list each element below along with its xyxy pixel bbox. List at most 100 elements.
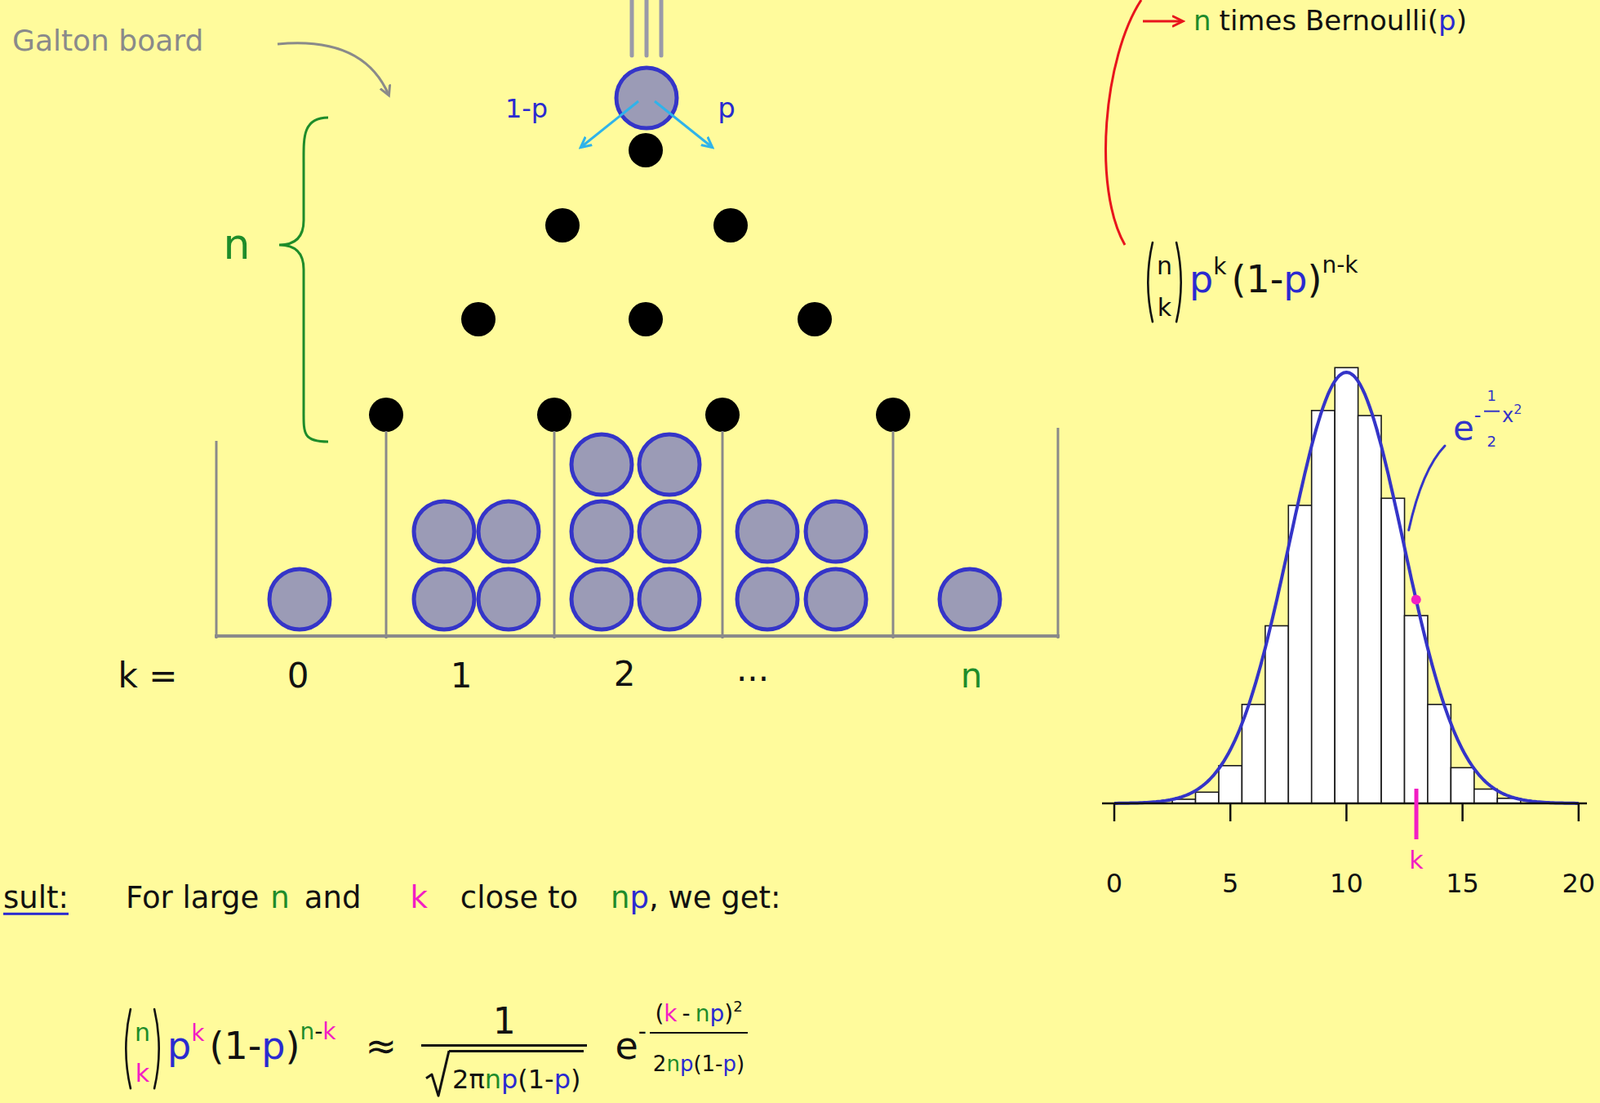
histogram-bar <box>1265 626 1289 805</box>
binomial-formula: nkpk(1-p)n-k <box>1142 238 1358 324</box>
formula-symbol: , we get: <box>648 880 782 916</box>
formula-symbol: n <box>610 880 630 916</box>
leader-line <box>1408 445 1445 530</box>
formula-symbol: k <box>1157 292 1172 321</box>
axis-tick <box>1345 803 1348 822</box>
bin-label: n <box>960 656 983 696</box>
formula-symbol: k <box>409 880 427 916</box>
funnel-line <box>644 0 649 56</box>
formula-symbol: p <box>709 1000 725 1027</box>
formula-symbol: x <box>1502 404 1514 427</box>
numerator: 1 <box>421 999 587 1045</box>
ball <box>805 568 867 630</box>
formula-symbol: k <box>191 1019 205 1047</box>
formula-symbol: k <box>322 1017 336 1045</box>
bin-label: 0 <box>287 656 310 696</box>
axis-tick <box>1113 803 1116 822</box>
superscript: k <box>1213 240 1227 284</box>
result-sentence: sult:For largenandkclose tonp, we get: <box>3 880 782 916</box>
formula-symbol: ) <box>724 1000 734 1027</box>
parenthesis <box>120 1007 133 1090</box>
pointer-arrow <box>277 43 389 95</box>
radicand: 2πnp(1-p) <box>448 1049 584 1098</box>
formula-symbol: For large <box>125 880 259 916</box>
formula-symbol: 2 <box>653 1051 667 1076</box>
parenthesis-stroke <box>154 1008 160 1089</box>
ball <box>269 568 330 630</box>
formula-symbol: p <box>630 880 650 916</box>
axis-tick <box>1461 803 1464 822</box>
parenthesis <box>152 1007 165 1090</box>
radical-sign <box>424 1049 449 1098</box>
formula-symbol: 2π <box>452 1063 485 1095</box>
formula-symbol: 2 <box>1487 432 1497 450</box>
parenthesis-stroke <box>1147 242 1153 322</box>
histogram-bar <box>1427 704 1451 804</box>
ball <box>737 568 798 630</box>
histogram-bar <box>1288 505 1312 804</box>
formula-symbol: k <box>663 1000 677 1027</box>
formula-symbol: p <box>1189 257 1214 302</box>
direction-arrow <box>581 101 639 147</box>
formula-symbol: times Bernoulli( <box>1219 4 1439 37</box>
histogram <box>1114 367 1579 804</box>
axis-label: 15 <box>1445 868 1480 899</box>
title-label: Galton board <box>12 23 204 58</box>
bin-wall <box>721 431 725 639</box>
ball <box>639 434 700 495</box>
formula-symbol: 2 <box>1513 401 1522 418</box>
ball <box>805 501 867 562</box>
binomial-top: n <box>1156 240 1173 283</box>
axis-label: k = <box>118 656 178 696</box>
axis-label: 10 <box>1329 868 1364 899</box>
formula-symbol: (1- <box>1231 257 1284 302</box>
square-root: 2πnp(1-p) <box>424 1049 584 1098</box>
denominator: 2πnp(1-p) <box>421 1044 587 1098</box>
superscript: n-k <box>299 1004 336 1049</box>
peg <box>713 208 748 243</box>
axis-tick <box>1229 803 1232 822</box>
formula-symbol: n <box>666 1051 680 1076</box>
superscript: -12x2 <box>1474 369 1523 456</box>
bin-wall <box>1057 427 1060 639</box>
formula-symbol: (1- <box>517 1063 554 1095</box>
falling-ball <box>616 67 677 129</box>
ball <box>413 501 475 562</box>
histogram-bar <box>1474 789 1498 805</box>
gaussian-approximation: nkpk(1-p)n-k≈12πnp(1-p)e-(k-np)22np(1-p) <box>120 977 752 1098</box>
marker-tick <box>1414 788 1419 840</box>
formula-symbol: close to <box>460 880 578 916</box>
binomial-bottom: k <box>1156 281 1173 324</box>
exponent-fraction: (k-np)22np(1-p) <box>649 977 748 1080</box>
bin-label: 2 <box>613 654 636 694</box>
histogram-bar <box>1311 410 1335 804</box>
peg <box>797 302 832 337</box>
parenthesis-stroke <box>1176 242 1182 322</box>
formula-symbol: n-k <box>1321 251 1358 279</box>
formula-symbol: n <box>134 1017 151 1047</box>
curve-point <box>1411 595 1422 605</box>
peg <box>628 302 663 337</box>
superscript: -(k-np)22np(1-p) <box>638 977 752 1080</box>
formula-symbol: ) <box>570 1063 581 1095</box>
bin-wall <box>215 440 218 639</box>
probability-label: p <box>717 92 736 125</box>
direction-arrow <box>654 101 712 147</box>
formula-symbol: p <box>722 1051 737 1076</box>
formula-symbol: p <box>167 1023 192 1068</box>
ball <box>939 568 1000 630</box>
formula-symbol: n <box>1156 251 1173 280</box>
row-count-label: n <box>223 220 251 270</box>
marker-label: k <box>1408 846 1423 876</box>
histogram-bar <box>1381 497 1405 804</box>
formula-symbol: 1 <box>493 1000 516 1042</box>
ball <box>571 434 632 495</box>
bin-label: 1 <box>450 656 473 696</box>
numerator: 1 <box>1484 369 1500 411</box>
formula-symbol: p <box>1438 4 1457 37</box>
bin-label: ... <box>736 649 769 689</box>
funnel-line <box>630 0 635 56</box>
formula-symbol: - <box>314 1017 323 1045</box>
